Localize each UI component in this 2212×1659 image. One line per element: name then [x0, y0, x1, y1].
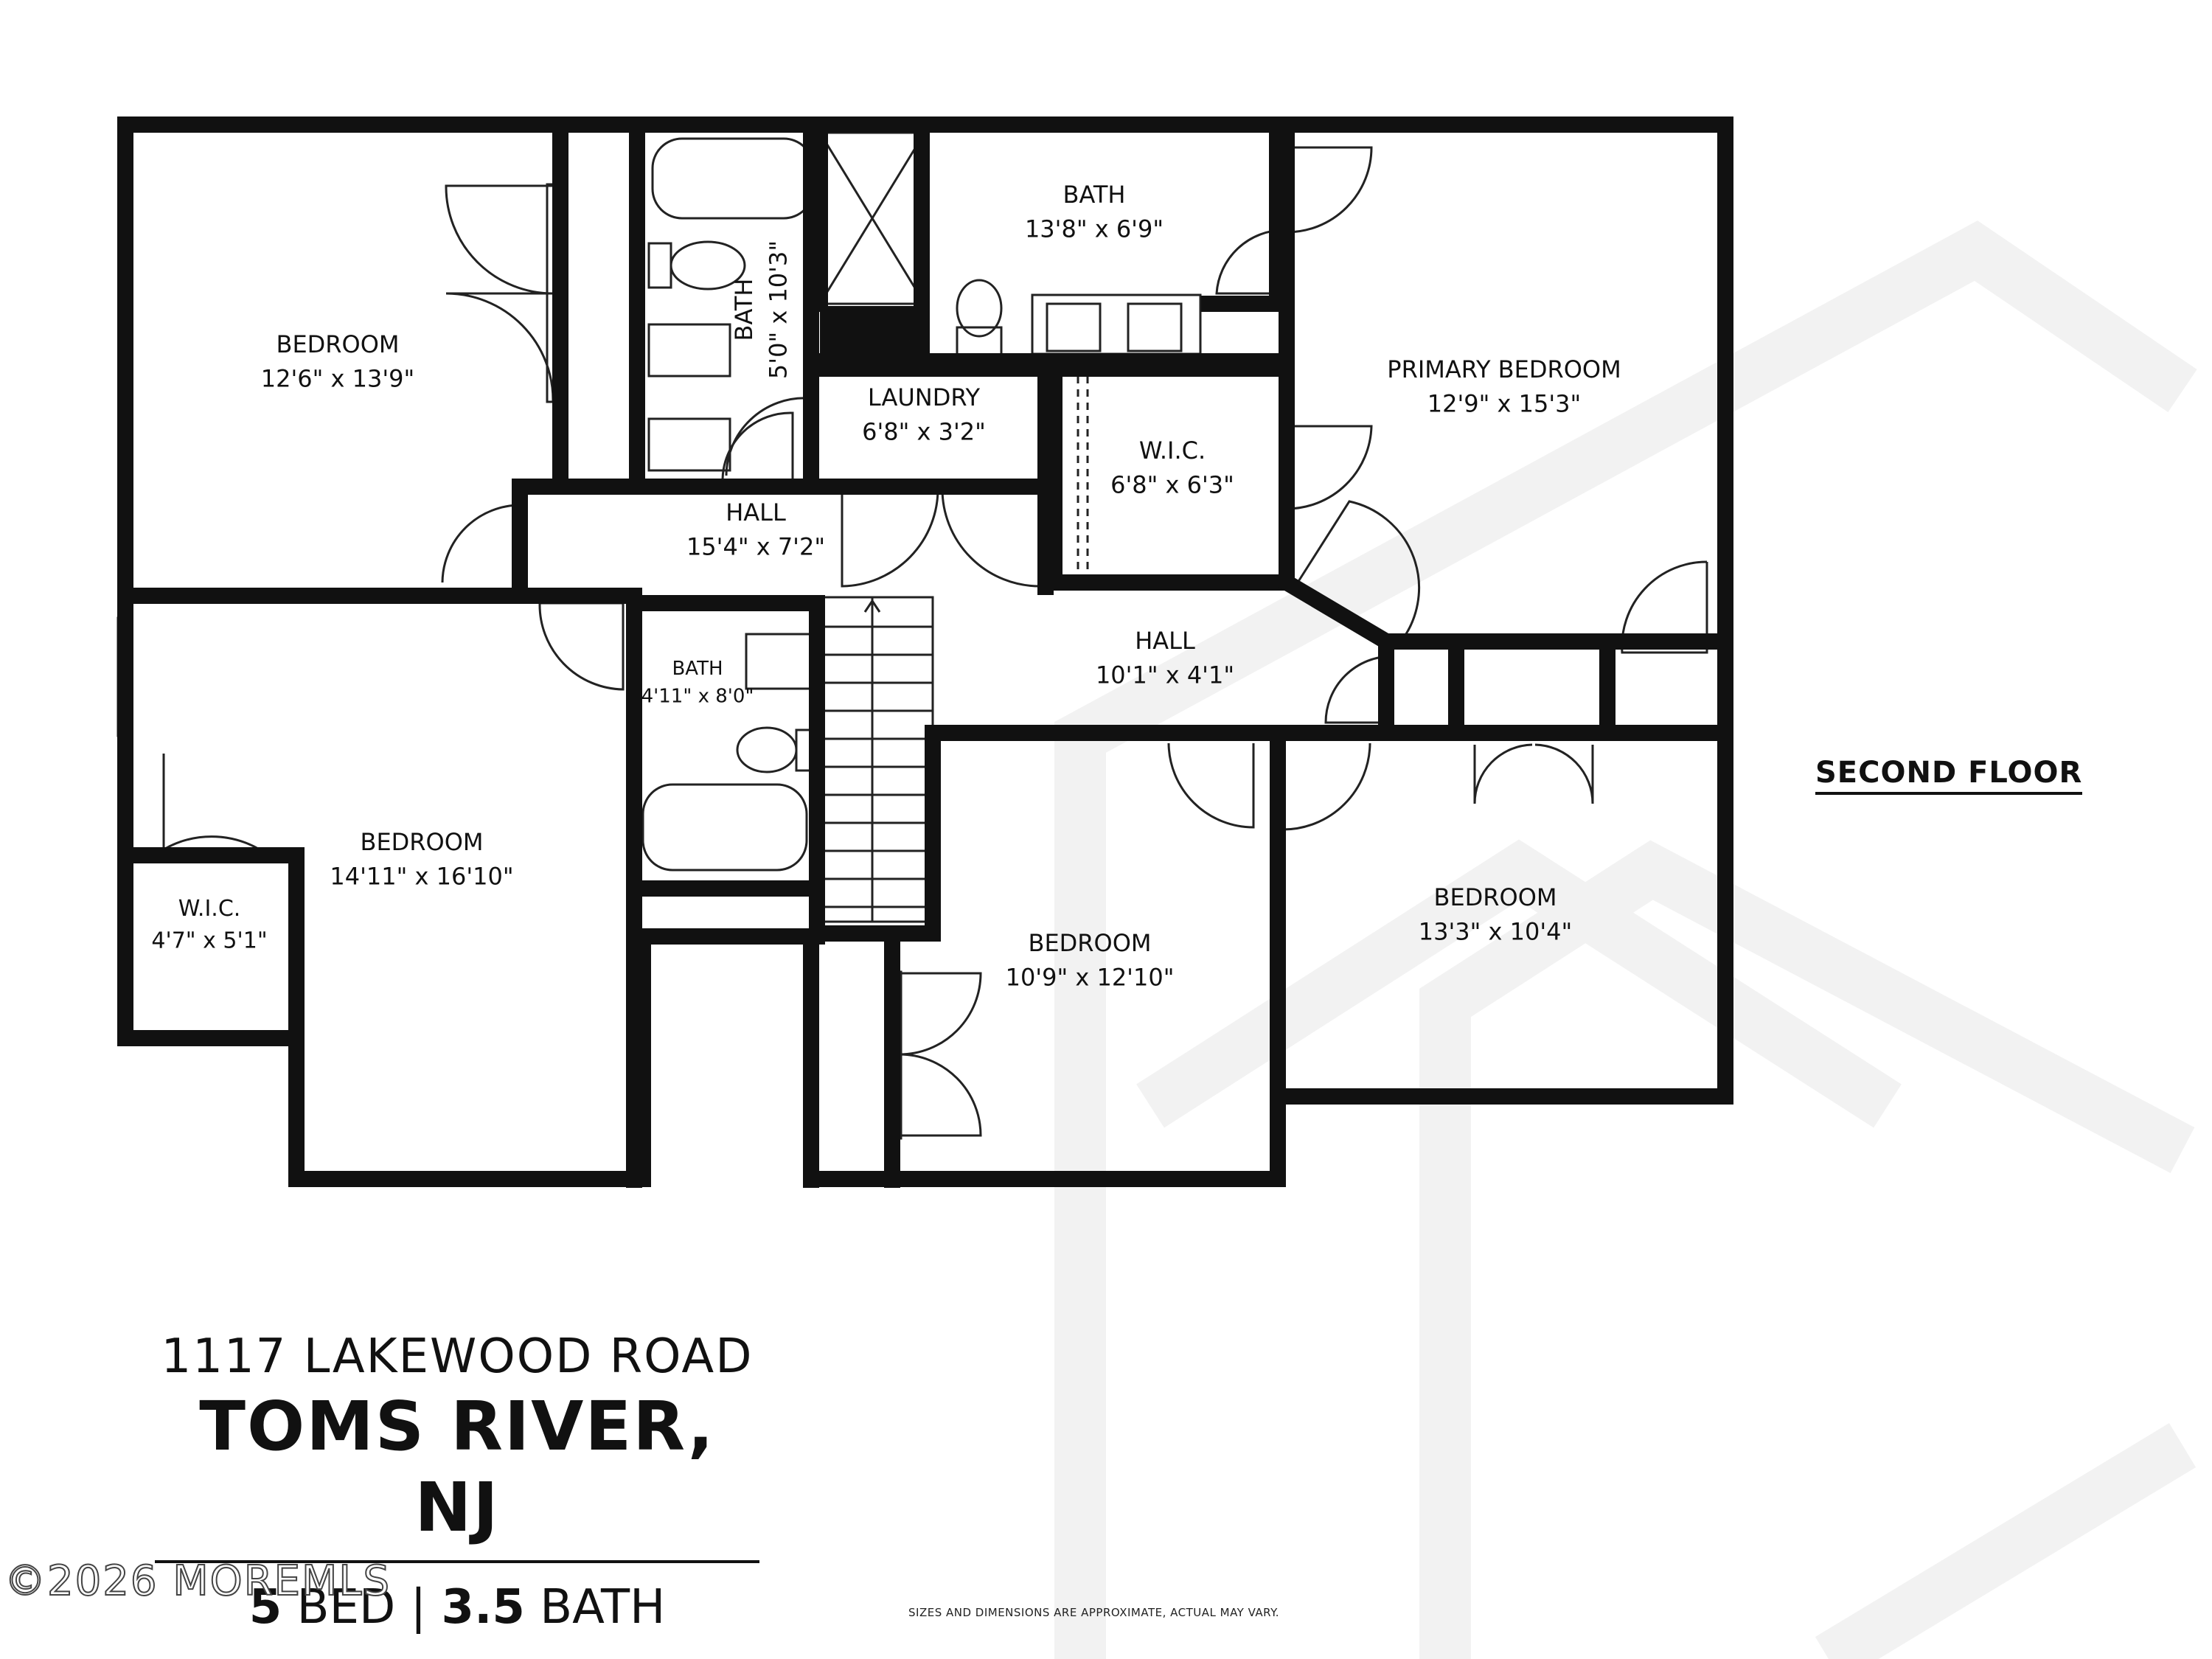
floor-label: SECOND FLOOR [1815, 754, 2083, 795]
room-size: 6'8" x 3'2" [862, 417, 986, 445]
room-label-bedroom-se: BEDROOM 13'3" x 10'4" [1419, 883, 1572, 945]
title-block: 1117 LAKEWOOD ROAD TOMS RIVER, NJ 5 BED … [155, 1327, 759, 1637]
room-size: 13'8" x 6'9" [1025, 215, 1164, 243]
room-name: BEDROOM [360, 828, 483, 856]
title-divider [155, 1560, 759, 1563]
room-label-primary-bedroom: PRIMARY BEDROOM 12'9" x 15'3" [1387, 355, 1621, 417]
room-label-bedroom-sw: BEDROOM 14'11" x 16'10" [330, 828, 513, 890]
room-name: W.I.C. [178, 896, 241, 922]
street-address: 1117 LAKEWOOD ROAD [161, 1329, 754, 1384]
room-size: 12'9" x 15'3" [1427, 389, 1581, 417]
room-label-wic-primary: W.I.C. 6'8" x 6'3" [1110, 437, 1234, 498]
room-label-bath-small: BATH 4'11" x 8'0" [641, 658, 754, 708]
room-name: BEDROOM [1433, 883, 1557, 911]
room-size: 10'9" x 12'10" [1006, 963, 1175, 991]
beds-word: BED [296, 1580, 396, 1635]
city-state: TOMS RIVER, NJ [199, 1387, 715, 1547]
room-label-hall-upper: HALL 15'4" x 7'2" [686, 498, 825, 560]
room-size: 4'7" x 5'1" [151, 928, 267, 954]
room-size: 13'3" x 10'4" [1419, 917, 1572, 945]
bed-bath-summary: 5 BED | 3.5 BATH [155, 1578, 759, 1637]
summary-separator: | [410, 1580, 427, 1635]
room-name: BEDROOM [1028, 929, 1151, 957]
beds-count: 5 [248, 1580, 282, 1635]
copyright-watermark: ©2026 MOREMLS [4, 1557, 392, 1606]
room-size: 12'6" x 13'9" [261, 364, 414, 392]
room-name: LAUNDRY [868, 383, 981, 411]
room-name: BEDROOM [276, 330, 399, 358]
room-name: W.I.C. [1139, 437, 1206, 465]
room-name: BATH [672, 658, 723, 680]
room-size: 10'1" x 4'1" [1096, 661, 1234, 689]
room-size: 5'0" x 10'3" [764, 240, 792, 379]
watermark-logo [1054, 220, 2197, 1659]
room-name: BATH [1063, 181, 1126, 209]
room-label-hall-lower: HALL 10'1" x 4'1" [1096, 627, 1234, 689]
room-size: 15'4" x 7'2" [686, 532, 825, 560]
room-label-bedroom-s: BEDROOM 10'9" x 12'10" [1006, 929, 1175, 991]
baths-word: BATH [540, 1580, 666, 1635]
room-name: PRIMARY BEDROOM [1387, 355, 1621, 383]
shower-bench [820, 306, 923, 364]
room-name: BATH [730, 279, 758, 341]
walls [117, 116, 1733, 1188]
room-size: 6'8" x 6'3" [1110, 470, 1234, 498]
room-label-wic-sw: W.I.C. 4'7" x 5'1" [151, 896, 267, 954]
room-name: HALL [726, 498, 786, 526]
room-label-bedroom-nw: BEDROOM 12'6" x 13'9" [261, 330, 414, 392]
room-size: 14'11" x 16'10" [330, 862, 513, 890]
room-label-laundry: LAUNDRY 6'8" x 3'2" [862, 383, 986, 445]
baths-count: 3.5 [441, 1580, 525, 1635]
room-name: HALL [1135, 627, 1195, 655]
disclaimer: SIZES AND DIMENSIONS ARE APPROXIMATE, AC… [908, 1606, 1280, 1619]
room-size: 4'11" x 8'0" [641, 686, 754, 708]
room-label-bath-primary: BATH 13'8" x 6'9" [1025, 181, 1164, 243]
